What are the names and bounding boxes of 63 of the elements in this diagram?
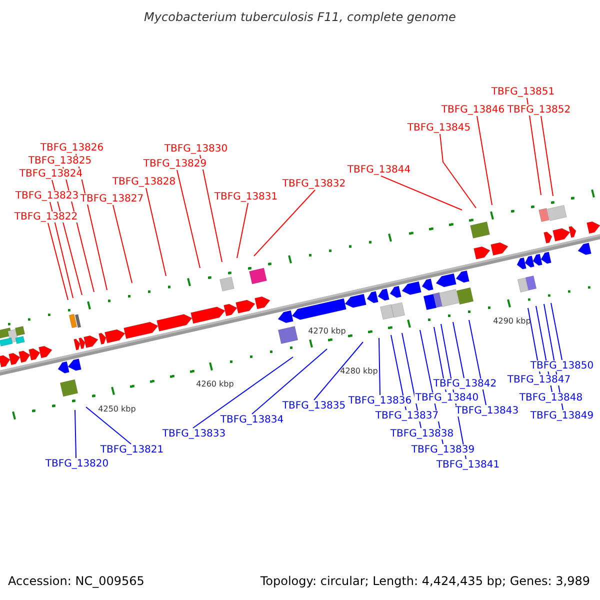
gene-label: TBFG_13844 bbox=[346, 164, 412, 176]
gene-label: TBFG_13849 bbox=[529, 410, 595, 422]
leader-line bbox=[112, 204, 132, 284]
leader-line bbox=[378, 338, 380, 396]
leader-line bbox=[50, 202, 74, 298]
gene-label: TBFG_13843 bbox=[454, 406, 520, 416]
leader-line bbox=[48, 222, 68, 300]
leader-line bbox=[476, 116, 492, 206]
gene-label: TBFG_13825 bbox=[27, 156, 93, 166]
gene-label: TBFG_13821 bbox=[99, 444, 165, 456]
gene-label: TBFG_13850 bbox=[529, 360, 595, 372]
gene-label: TBFG_13830 bbox=[163, 144, 229, 154]
leader-line bbox=[176, 170, 200, 268]
leader-line bbox=[390, 334, 406, 410]
gene-label: TBFG_13828 bbox=[111, 176, 177, 188]
scale-label: 4260 kbp bbox=[196, 380, 234, 388]
leader-line bbox=[452, 322, 464, 378]
title: Mycobacterium tuberculosis F11, complete genome bbox=[143, 10, 457, 24]
leader-line bbox=[86, 406, 132, 444]
leader-line bbox=[550, 302, 562, 360]
gene-label: TBFG_13846 bbox=[440, 104, 506, 116]
gene-label: TBFG_13836 bbox=[347, 396, 413, 406]
gene-label: TBFG_13822 bbox=[13, 212, 79, 222]
leader-line bbox=[146, 188, 166, 276]
gene-label: TBFG_13840 bbox=[414, 392, 480, 404]
genome-info-text: Topology: circular; Length: 4,424,435 bp; Genes: 3,989 bbox=[260, 574, 590, 588]
gene-label: TBFG_13829 bbox=[142, 158, 208, 170]
leader-line bbox=[74, 410, 76, 458]
leader-line bbox=[314, 342, 364, 400]
gene-label: TBFG_13832 bbox=[281, 178, 347, 190]
gene-label: TBFG_13824 bbox=[18, 168, 84, 180]
leader-line bbox=[252, 348, 328, 414]
gene-label: TBFG_13833 bbox=[161, 428, 227, 440]
leader-line bbox=[236, 202, 248, 258]
leader-line bbox=[526, 98, 542, 196]
gene-label: TBFG_13826 bbox=[39, 142, 105, 154]
gene-label: TBFG_13838 bbox=[389, 428, 455, 440]
leader-line bbox=[540, 116, 554, 196]
gene-label: TBFG_13827 bbox=[79, 194, 145, 204]
gene-label: TBFG_13842 bbox=[432, 378, 498, 390]
scale-label: 4250 kbp bbox=[98, 404, 136, 414]
leader-line bbox=[200, 154, 222, 262]
gene-label: TBFG_13851 bbox=[490, 86, 556, 98]
scale-label: 4270 kbp bbox=[308, 326, 346, 336]
leader-line bbox=[468, 320, 486, 406]
gene-label: TBFG_13823 bbox=[14, 190, 80, 202]
gene-label: TBFG_13835 bbox=[281, 400, 347, 412]
gene-label: TBFG_13845 bbox=[406, 122, 472, 134]
gene-label: TBFG_13834 bbox=[219, 414, 285, 426]
gene-label: TBFG_13839 bbox=[410, 444, 476, 456]
gene-label: TBFG_13852 bbox=[506, 104, 572, 116]
leader-line bbox=[192, 356, 294, 428]
leader-line bbox=[380, 176, 462, 210]
gene-label: TBFG_13831 bbox=[213, 192, 279, 202]
gene-label: TBFG_13820 bbox=[44, 458, 110, 470]
gene-label: TBFG_13837 bbox=[374, 410, 440, 422]
scale-label: 4280 kbp bbox=[340, 366, 378, 376]
gene-label: TBFG_13847 bbox=[506, 374, 572, 386]
leader-line bbox=[440, 134, 476, 208]
accession-text: Accession: NC_009565 bbox=[8, 574, 144, 588]
gene-label: TBFG_13841 bbox=[435, 460, 501, 470]
leader-line bbox=[254, 190, 316, 256]
gene-label: TBFG_13848 bbox=[518, 392, 584, 404]
